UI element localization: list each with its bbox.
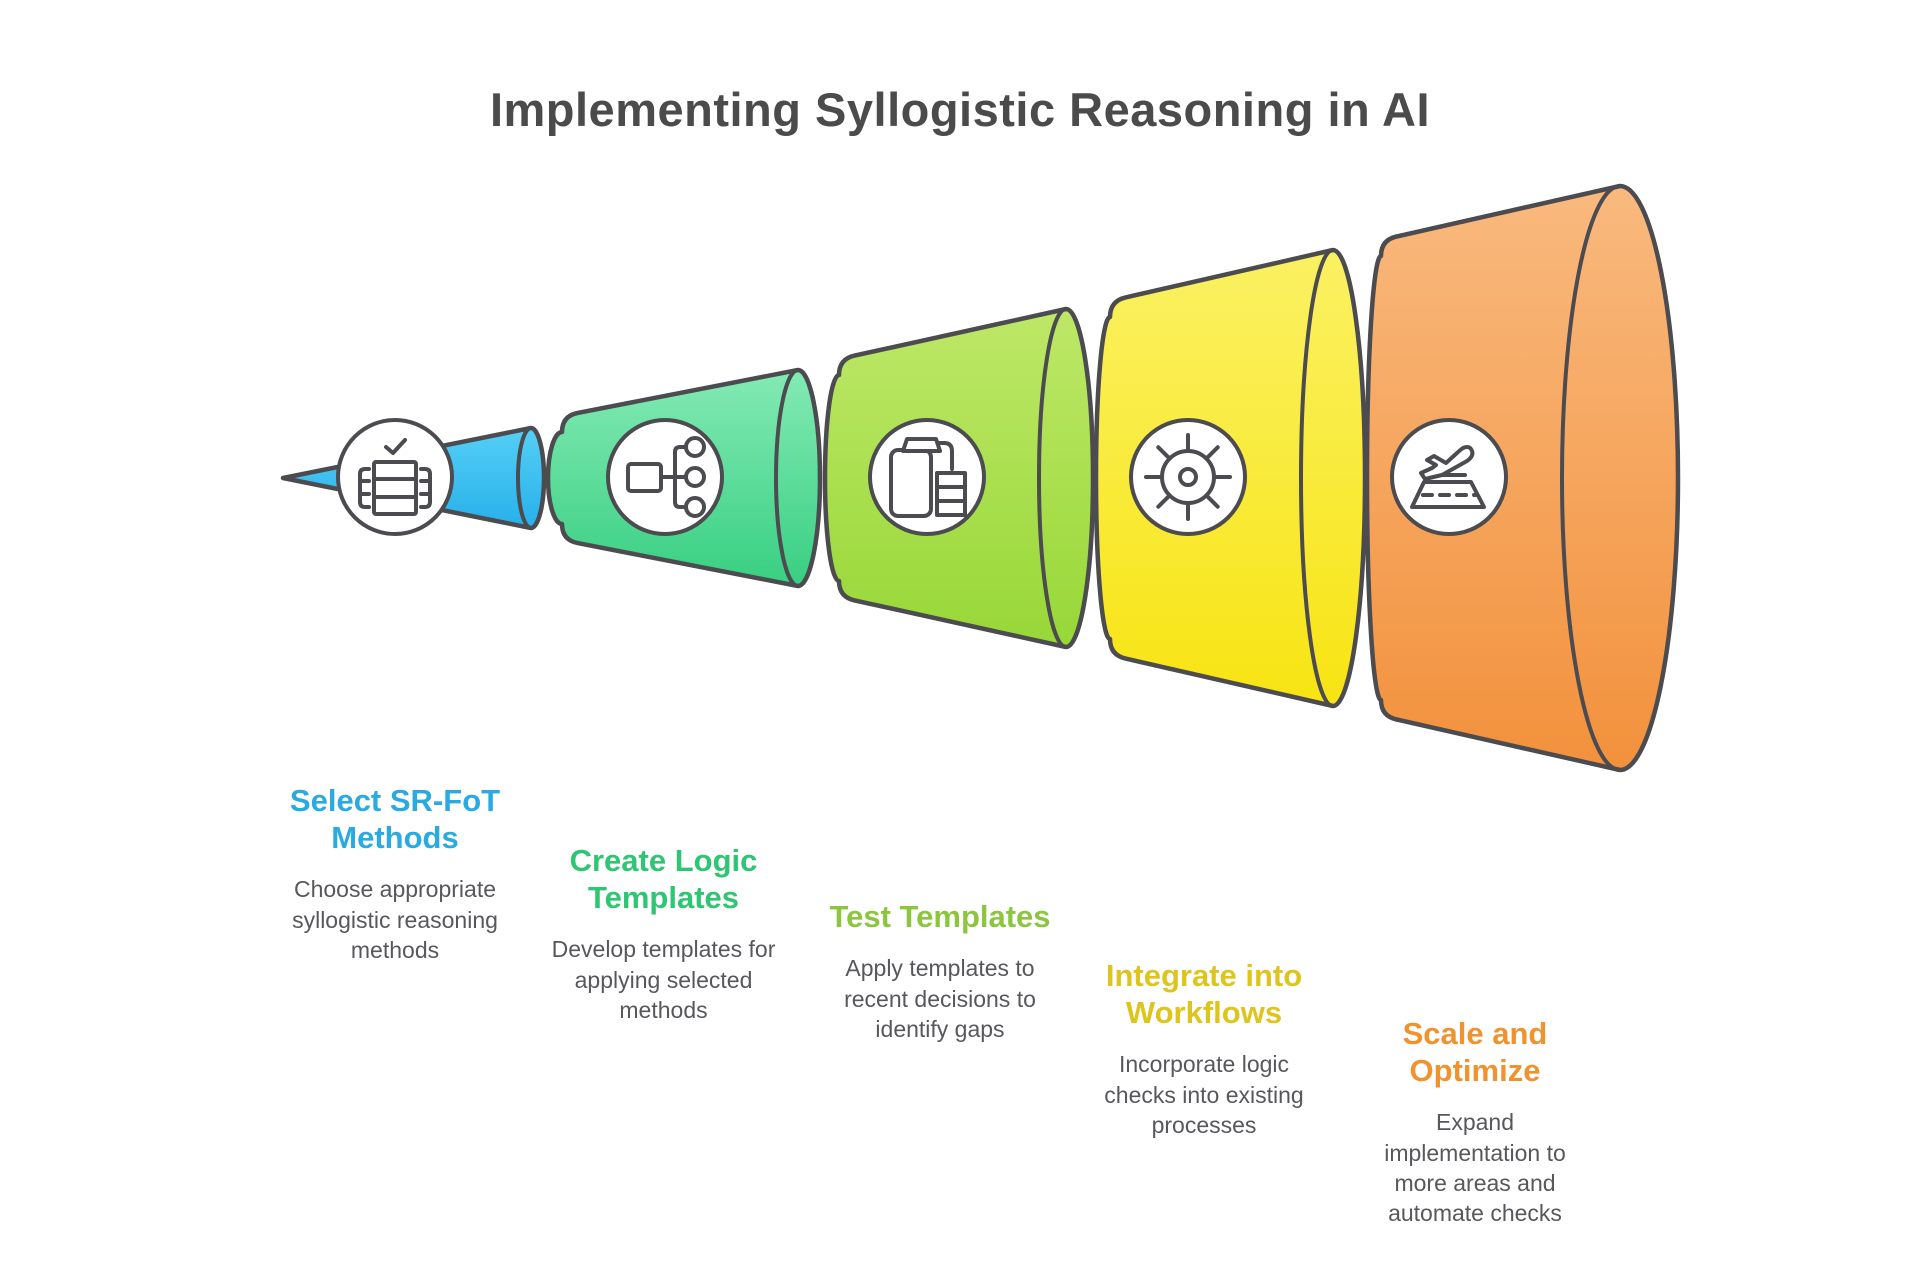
stage-title: Integrate into Workflows bbox=[1105, 958, 1303, 1031]
stage-block-integrate-workflows: Integrate into Workflows Incorporate log… bbox=[1084, 957, 1324, 1140]
stage-description: Apply templates to recent decisions to i… bbox=[844, 955, 1036, 1042]
funnel-segment-scale-and-optimize bbox=[1364, 183, 1681, 773]
stage-description: Choose appropriate syllogistic reasoning… bbox=[292, 876, 498, 964]
funnel-rim-create-logic-templates bbox=[774, 368, 799, 588]
stage-block-scale-optimize: Scale and Optimize Expand implementation… bbox=[1370, 1015, 1580, 1229]
stage-block-test-templates: Test Templates Apply templates to recent… bbox=[820, 898, 1060, 1044]
stage-description: Incorporate logic checks into existing p… bbox=[1104, 1051, 1304, 1139]
stage-title: Select SR-FoT Methods bbox=[289, 783, 501, 856]
stage-block-create-templates: Create Logic Templates Develop templates… bbox=[546, 842, 781, 1025]
funnel-rim-test-templates bbox=[1037, 307, 1067, 649]
stage-description: Expand implementation to more areas and … bbox=[1384, 1109, 1566, 1227]
stage-title: Scale and Optimize bbox=[1402, 1016, 1548, 1089]
stage-title: Create Logic Templates bbox=[569, 843, 758, 916]
funnel-rim-select-sr-fot-methods bbox=[516, 426, 532, 530]
funnel-rim-integrate-into-workflows bbox=[1299, 248, 1334, 708]
stage-description: Develop templates for applying selected … bbox=[551, 936, 776, 1024]
funnel-rim-scale-and-optimize bbox=[1560, 184, 1621, 772]
stage-title: Test Templates bbox=[829, 899, 1051, 934]
stage-block-select-methods: Select SR-FoT Methods Choose appropriate… bbox=[260, 782, 530, 965]
main-title: Implementing Syllogistic Reasoning in AI bbox=[489, 83, 1431, 136]
